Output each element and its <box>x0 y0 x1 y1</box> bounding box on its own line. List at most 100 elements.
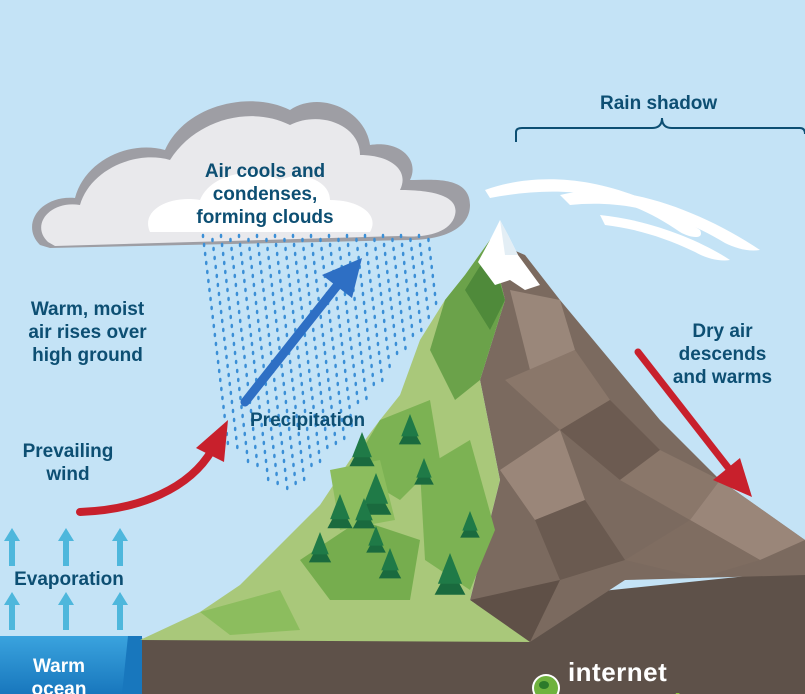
rain-drop <box>375 332 379 338</box>
rain-drop <box>283 467 287 473</box>
rain-drop <box>273 309 277 315</box>
rain-drop <box>305 426 309 432</box>
rain-drop <box>273 233 277 239</box>
rain-drop <box>336 381 340 387</box>
rain-drop <box>298 363 301 369</box>
rain-drop <box>331 336 334 342</box>
rain-drop <box>319 314 323 320</box>
rain-drop <box>377 273 381 279</box>
rain-drop <box>346 386 349 392</box>
rain-drop <box>310 386 313 392</box>
rain-drop <box>350 345 353 351</box>
rain-drop <box>297 354 300 360</box>
rain-drop <box>365 327 369 333</box>
rain-drop <box>221 251 225 257</box>
rain-drop <box>266 246 269 252</box>
rain-drop <box>221 327 225 333</box>
rain-drop <box>338 323 342 329</box>
rain-drop <box>289 291 293 297</box>
rain-drop <box>301 467 305 473</box>
rain-drop <box>234 435 238 441</box>
rain-drop <box>212 246 215 252</box>
rain-drop <box>225 354 228 360</box>
rain-drop <box>236 300 240 306</box>
evaporation-arrows <box>4 528 128 630</box>
rain-drop <box>228 381 232 387</box>
rain-drop <box>311 327 315 333</box>
rain-drop <box>333 431 337 437</box>
logo-text: internet geography <box>567 657 705 694</box>
rain-drop <box>296 345 299 351</box>
rain-drop <box>367 336 370 342</box>
rain-drop <box>406 287 409 293</box>
rain-drop <box>290 444 293 450</box>
rain-drop <box>328 242 332 248</box>
rain-drop <box>252 435 256 441</box>
rain-drop <box>305 350 309 356</box>
arrow-up-icon <box>58 592 74 630</box>
rain-drop <box>327 309 331 315</box>
rain-drop <box>299 372 302 378</box>
rain-drop <box>249 255 252 261</box>
rain-drop <box>431 273 435 279</box>
rain-drop <box>433 291 437 297</box>
rain-drop <box>302 246 305 252</box>
rain-drop <box>330 260 334 266</box>
rain-drop <box>387 278 390 284</box>
rain-drop <box>414 282 418 288</box>
rain-drop <box>321 408 325 414</box>
rain-drop <box>317 449 321 455</box>
rain-drop <box>244 440 248 446</box>
rain-drop <box>308 300 312 306</box>
rain-drop <box>308 444 311 450</box>
rain-shadow-label: Rain shadow <box>600 93 718 114</box>
rain-drop <box>246 305 249 311</box>
rain-drop <box>262 363 265 369</box>
prevailing-wind-label: Prevailing wind <box>22 441 114 485</box>
rain-drop <box>320 246 323 252</box>
rain-drop <box>348 404 351 410</box>
rain-drop <box>388 287 391 293</box>
rain-drop <box>264 305 267 311</box>
rain-drop <box>360 282 364 288</box>
rain-drop <box>268 341 272 347</box>
rain-drop <box>262 287 265 293</box>
rain-drop <box>216 282 220 288</box>
rain-drop <box>419 251 423 257</box>
rain-drop <box>418 318 422 324</box>
rain-drop <box>255 233 259 239</box>
rain-drop <box>220 386 223 392</box>
rain-drop <box>409 237 412 243</box>
rain-drop <box>247 237 250 243</box>
rain-drop <box>374 246 377 252</box>
rain-drop <box>364 318 368 324</box>
rain-drop <box>219 233 223 239</box>
rain-drop <box>248 246 251 252</box>
rain-drop <box>233 273 237 279</box>
rain-drop <box>285 485 289 491</box>
rain-drop <box>285 408 289 414</box>
arrow-up-icon <box>112 592 128 630</box>
rain-drop <box>325 368 329 374</box>
warm-moist-air-label: Warm, moist air rises over high ground <box>28 299 147 366</box>
rain-drop <box>312 404 315 410</box>
rain-drop <box>281 372 284 378</box>
tree-icon <box>398 414 422 445</box>
rain-drop <box>425 296 428 302</box>
rain-drop <box>276 404 279 410</box>
rain-drop <box>235 291 239 297</box>
rain-drop <box>258 404 261 410</box>
rain-drop <box>261 278 264 284</box>
rain-drop <box>359 350 363 356</box>
rain-drop <box>374 323 378 329</box>
rain-drop <box>236 444 239 450</box>
rain-drop <box>319 390 323 396</box>
rain-drop <box>407 296 410 302</box>
rain-drop <box>268 417 272 423</box>
tree-icon <box>308 532 332 563</box>
rain-drop <box>305 273 309 279</box>
rain-drop <box>234 282 238 288</box>
rain-drop <box>256 318 260 324</box>
rain-drop <box>250 417 254 423</box>
rain-drop <box>356 399 360 405</box>
